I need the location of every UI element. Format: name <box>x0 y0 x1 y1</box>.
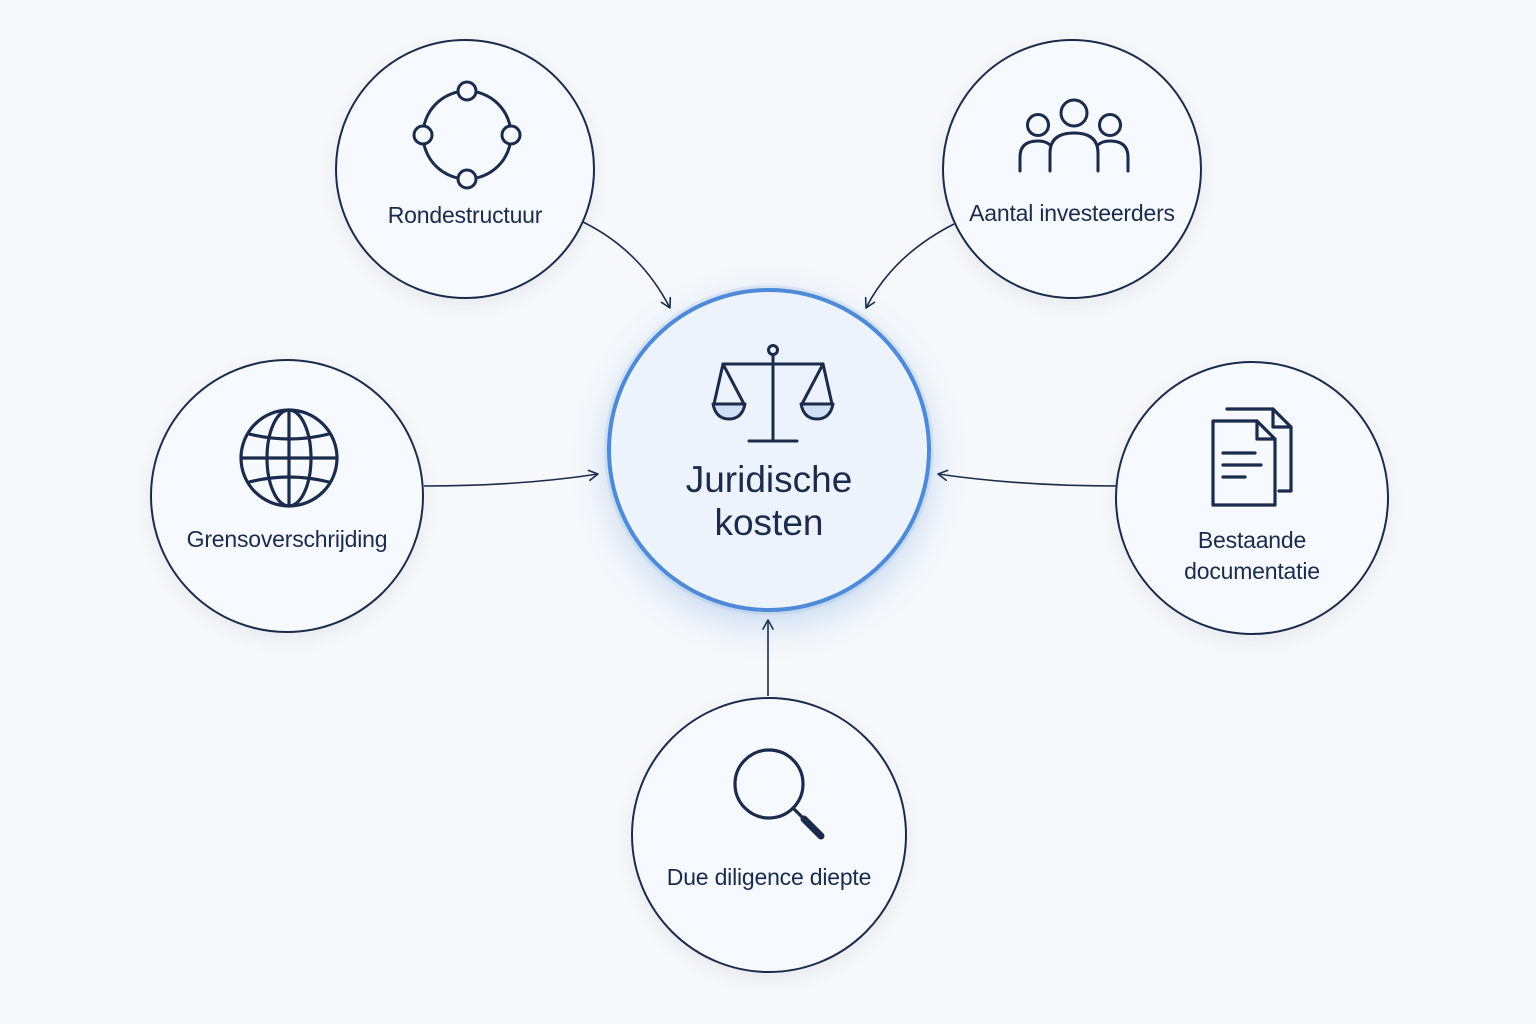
documents-icon <box>1211 407 1293 507</box>
node-grensoverschrijding-label: Grensoverschrijding <box>152 524 422 555</box>
node-rondestructuur-label-line-1: Rondestructuur <box>387 202 543 228</box>
node-bestaande-documentatie: Bestaande documentatie <box>1115 361 1389 635</box>
globe-icon <box>239 408 339 508</box>
arrow-bestaande-documentatie-to-center <box>937 469 1117 487</box>
node-bestaande-documentatie-label-line-2: documentatie <box>1184 558 1320 584</box>
node-aantal-investeerders: Aantal investeerders <box>942 39 1202 299</box>
node-aantal-investeerders-label: Aantal investeerders <box>944 198 1200 229</box>
arrow-rondestructuur-to-center <box>582 221 672 309</box>
node-rondestructuur: Rondestructuur <box>335 39 595 299</box>
node-due-diligence-diepte: Due diligence diepte <box>631 697 907 973</box>
node-aantal-investeerders-label-line-1: Aantal investeerders <box>969 200 1175 226</box>
node-bestaande-documentatie-label: Bestaande documentatie <box>1117 525 1387 587</box>
center-label: Juridische kosten <box>611 458 927 544</box>
center-label-line-1: Juridische <box>685 459 853 500</box>
arrow-aantal-investeerders-to-center <box>864 223 955 309</box>
node-grensoverschrijding: Grensoverschrijding <box>150 359 424 633</box>
cycle-icon <box>412 80 522 190</box>
magnifier-icon <box>733 748 825 840</box>
node-rondestructuur-label: Rondestructuur <box>337 200 593 231</box>
center-node-juridische-kosten: Juridische kosten <box>607 288 931 612</box>
node-bestaande-documentatie-label-line-1: Bestaande <box>1197 527 1307 553</box>
center-label-line-2: kosten <box>714 502 824 543</box>
node-due-diligence-diepte-label: Due diligence diepte <box>633 862 905 893</box>
node-grensoverschrijding-label-line-1: Grensoverschrijding <box>186 526 388 552</box>
arrow-grensoverschrijding-to-center <box>423 469 599 487</box>
scales-icon <box>711 344 835 443</box>
node-due-diligence-diepte-label-line-1: Due diligence diepte <box>666 864 872 890</box>
people-icon <box>1018 98 1130 173</box>
